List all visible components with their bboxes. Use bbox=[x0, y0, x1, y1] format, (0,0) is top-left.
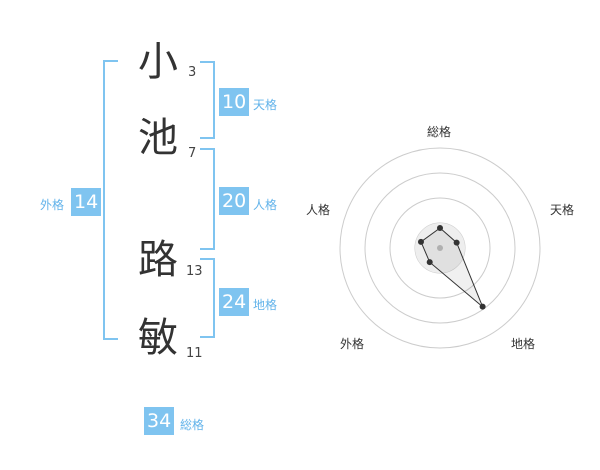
name-char-4: 敏 bbox=[138, 315, 178, 361]
name-char-2: 池 bbox=[138, 115, 178, 161]
tenkaku-value-badge: 10 bbox=[219, 88, 250, 116]
radar-point-2 bbox=[479, 303, 486, 310]
stroke-count-2: 7 bbox=[188, 146, 197, 161]
radar-point-0 bbox=[437, 225, 443, 231]
radar-ring-2 bbox=[389, 197, 491, 299]
chikaku-bracket bbox=[200, 258, 215, 338]
soukaku-label: 総格 bbox=[180, 418, 205, 432]
name-char-1: 小 bbox=[138, 39, 178, 85]
tenkaku-bracket bbox=[200, 61, 215, 139]
name-char-3: 路 bbox=[138, 237, 178, 283]
gaikaku-label: 外格 bbox=[40, 198, 65, 212]
radar-series-polygon bbox=[420, 227, 484, 308]
radar-axis-label-0: 総格 bbox=[427, 125, 452, 139]
jinkaku-label: 人格 bbox=[253, 198, 278, 212]
gaikaku-value-badge: 14 bbox=[71, 188, 102, 216]
radar-axis-label-1: 天格 bbox=[550, 203, 575, 217]
radar-axis-label-3: 外格 bbox=[340, 337, 365, 351]
stroke-count-3: 13 bbox=[186, 264, 203, 279]
radar-center-dot bbox=[437, 245, 443, 251]
radar-ring-3 bbox=[364, 172, 516, 324]
tenkaku-label: 天格 bbox=[253, 98, 278, 112]
stroke-count-1: 3 bbox=[188, 65, 197, 80]
chikaku-value-badge: 24 bbox=[219, 288, 250, 316]
radar-axis-label-2: 地格 bbox=[511, 337, 536, 351]
radar-point-4 bbox=[417, 238, 424, 245]
jinkaku-bracket bbox=[200, 148, 215, 250]
radar-point-1 bbox=[453, 239, 460, 246]
chikaku-label: 地格 bbox=[253, 298, 278, 312]
radar-point-3 bbox=[426, 259, 433, 266]
radar-ring-4 bbox=[339, 147, 541, 349]
gaikaku-bracket bbox=[103, 60, 118, 340]
jinkaku-value-badge: 20 bbox=[219, 187, 250, 215]
stroke-count-4: 11 bbox=[186, 346, 203, 361]
soukaku-value-badge: 34 bbox=[144, 407, 175, 435]
radar-axis-label-4: 人格 bbox=[306, 203, 331, 217]
